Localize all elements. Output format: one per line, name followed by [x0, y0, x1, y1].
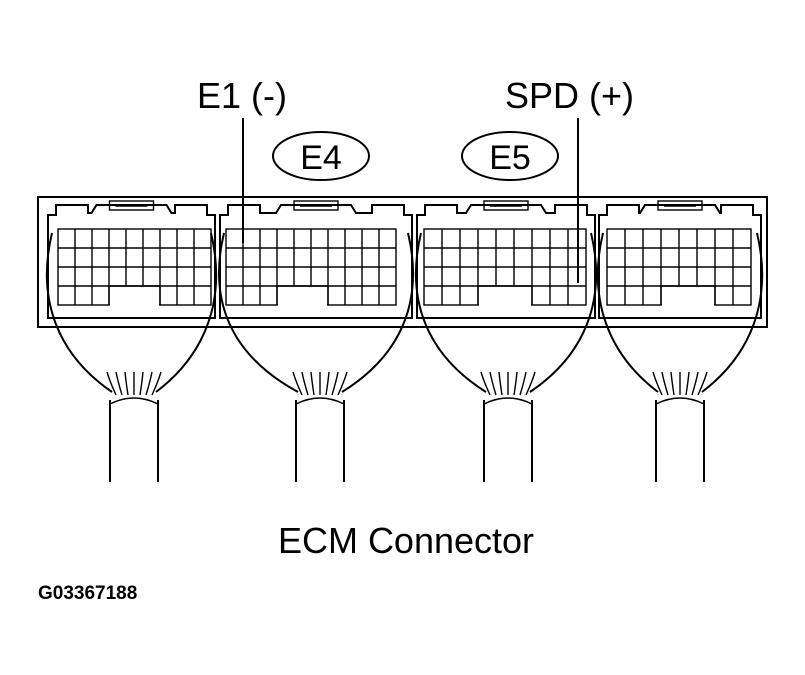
keyway-mask — [662, 287, 714, 308]
wire-strand — [292, 371, 303, 396]
harness-boot — [218, 232, 415, 393]
cable-collar — [483, 397, 533, 405]
wire-strand — [124, 371, 129, 396]
e5-connector-id: E5 — [489, 139, 531, 177]
latch-tab — [108, 200, 155, 211]
wire-strand — [691, 371, 699, 396]
wire-strand — [106, 371, 117, 396]
e1-pin-label: E1 (-) — [197, 75, 287, 116]
connector-shell — [47, 204, 216, 319]
keyway-mask — [278, 287, 327, 308]
spd-pin-label: SPD (+) — [505, 75, 634, 116]
wire-strand — [697, 371, 708, 396]
latch-tab — [483, 200, 529, 211]
wire-strand — [151, 371, 162, 396]
wire-strand — [310, 371, 315, 396]
cable-collar — [295, 397, 345, 405]
latch-tab — [657, 200, 703, 211]
wire-strand — [337, 371, 348, 396]
harness-boot — [45, 232, 218, 393]
wire-strands — [106, 371, 162, 396]
wire-strand — [301, 371, 309, 396]
cable-collar — [109, 397, 159, 405]
pin-grid — [423, 228, 587, 308]
wire-strand — [331, 371, 339, 396]
wire-strand — [670, 371, 675, 396]
wire-strand — [498, 371, 503, 396]
wire-strand — [685, 371, 690, 396]
connector-shell — [598, 204, 762, 319]
figure-code: G03367188 — [38, 583, 137, 604]
connector-1 — [45, 200, 218, 482]
wire-strand — [513, 371, 518, 396]
connector-4 — [596, 200, 764, 482]
wire-strand — [652, 371, 663, 396]
pin-grid — [606, 228, 752, 308]
wire-strand — [325, 371, 330, 396]
keyway-mask — [479, 287, 531, 308]
wire-strand — [661, 371, 669, 396]
wire-strand — [115, 371, 123, 396]
harness-boot — [414, 232, 598, 393]
latch-tab — [293, 200, 339, 211]
pin-grid — [57, 228, 212, 308]
connector-2 — [218, 200, 415, 482]
pin-grid — [225, 228, 397, 308]
keyway-mask — [110, 287, 159, 308]
e5-oval — [461, 131, 559, 181]
connector-group — [45, 200, 764, 482]
connector-shell — [416, 204, 596, 319]
wire-strand — [489, 371, 497, 396]
wire-strands — [652, 371, 708, 396]
wire-strand — [139, 371, 144, 396]
connector-shell — [219, 204, 413, 319]
keyway-notch — [660, 285, 716, 305]
wire-strand — [525, 371, 536, 396]
harness-boot — [596, 232, 764, 393]
keyway-notch — [477, 285, 533, 305]
wire-strand — [480, 371, 491, 396]
keyway-notch — [108, 285, 161, 305]
wire-strands — [480, 371, 536, 396]
wire-strand — [519, 371, 527, 396]
keyway-notch — [276, 285, 329, 305]
cable-collar — [655, 397, 705, 405]
diagram-caption: ECM Connector — [278, 520, 534, 561]
e4-connector-id: E4 — [300, 139, 342, 177]
e4-oval — [272, 131, 370, 181]
connector-3 — [414, 200, 598, 482]
wire-strands — [292, 371, 348, 396]
wire-strand — [145, 371, 153, 396]
